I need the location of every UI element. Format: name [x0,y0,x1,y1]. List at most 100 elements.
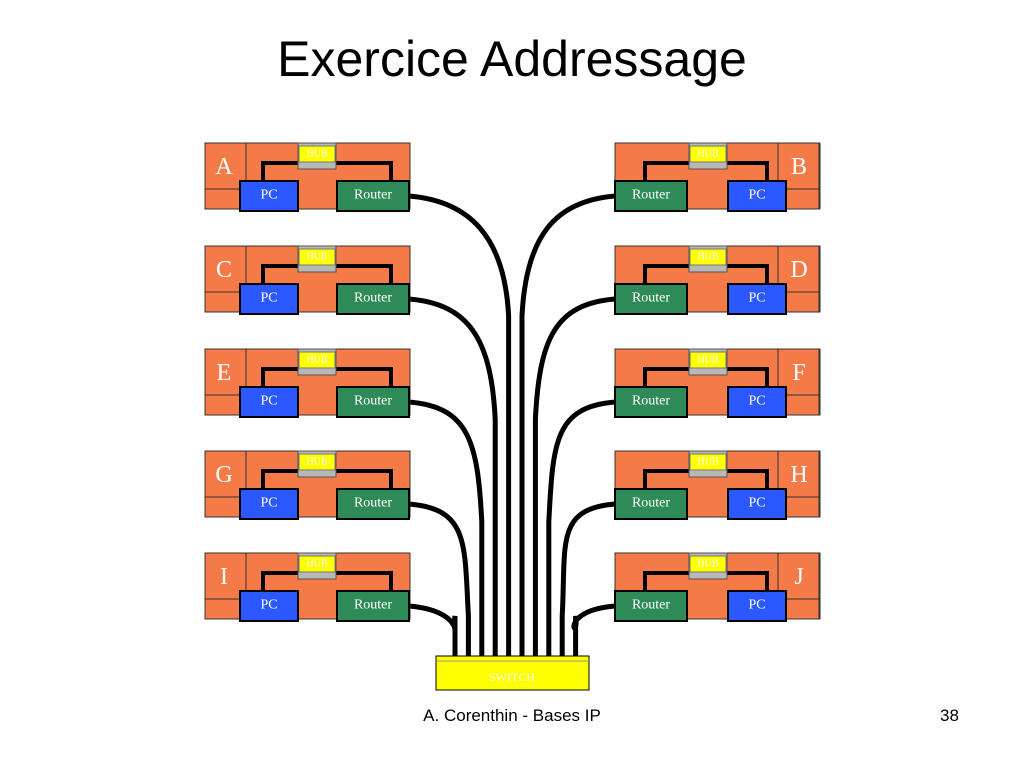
hub-box[interactable] [689,248,727,266]
pc-label: PC [260,291,277,306]
switch-cable [519,193,618,659]
hub-box[interactable] [298,248,336,266]
hub-cable [643,264,689,284]
hub-cable [261,469,298,489]
router-label: Router [632,291,670,306]
hub-cable [261,161,298,181]
router-box[interactable] [336,590,410,622]
pc-box[interactable] [239,386,299,418]
hub-cable [643,571,689,591]
router-box[interactable] [614,283,688,315]
network-b: B HUB PC Router [614,142,821,212]
hub-label: HUB [306,149,327,160]
hub-box[interactable] [689,145,727,163]
hub-box[interactable] [298,145,336,163]
hub-box[interactable] [689,351,727,369]
router-label: Router [354,598,392,613]
switch-cable [406,501,471,659]
hub-label: HUB [697,149,718,160]
hub-cable [727,469,769,489]
pc-box[interactable] [239,180,299,212]
hub-cable [261,264,298,284]
router-box[interactable] [614,590,688,622]
router-box[interactable] [336,386,410,418]
network-letter: J [794,564,803,590]
hub-cable [727,571,769,591]
cables [406,193,618,659]
hub-label: HUB [306,252,327,263]
network-letter: A [215,154,233,180]
footer-author: A. Corenthin - Bases IP [423,706,601,725]
hub-cable [643,161,689,181]
hub-label: HUB [697,457,718,468]
pc-box[interactable] [239,590,299,622]
hub-cable [727,161,769,181]
switch-cable [406,399,485,659]
pc-box[interactable] [239,283,299,315]
router-box[interactable] [336,283,410,315]
router-label: Router [632,188,670,203]
pc-box[interactable] [727,488,787,520]
network-letter: B [791,154,807,180]
switch-cable [406,193,512,659]
router-box[interactable] [336,488,410,520]
switch-cable [532,296,618,659]
hub-label: HUB [306,559,327,570]
hub-label: HUB [697,252,718,263]
pc-label: PC [748,188,765,203]
hub-label: HUB [697,355,718,366]
pc-box[interactable] [727,386,787,418]
network-letter: C [216,257,232,283]
page-number: 38 [940,706,959,725]
hub-cable [336,469,393,489]
router-label: Router [632,496,670,511]
switch-cable [559,501,618,659]
router-label: Router [632,598,670,613]
network-letter: F [792,360,805,386]
hub-cable [336,264,393,284]
router-box[interactable] [614,386,688,418]
router-box[interactable] [614,488,688,520]
switch-cable [571,603,618,659]
pc-box[interactable] [727,283,787,315]
router-label: Router [354,188,392,203]
pc-box[interactable] [239,488,299,520]
pc-label: PC [260,188,277,203]
network-a: A HUB PC Router [204,142,411,212]
hub-box[interactable] [689,555,727,573]
switch-label: SWITCH [489,670,535,684]
network-letter: E [217,360,232,386]
switch-box[interactable] [435,655,590,691]
hub-label: HUB [697,559,718,570]
network-letter: I [220,564,228,590]
pc-label: PC [748,496,765,511]
pc-label: PC [748,394,765,409]
pc-label: PC [748,598,765,613]
hub-box[interactable] [689,453,727,471]
switch: SWITCH [435,655,590,691]
hub-box[interactable] [298,453,336,471]
pc-box[interactable] [727,590,787,622]
hub-box[interactable] [298,351,336,369]
router-box[interactable] [614,180,688,212]
network-j: J HUB PC Router [614,552,821,622]
hub-cable [336,367,393,387]
switch-cable [406,603,458,659]
pc-box[interactable] [727,180,787,212]
hub-cable [336,161,393,181]
hub-box[interactable] [298,555,336,573]
hub-cable [261,571,298,591]
network-letter: H [790,462,807,488]
hub-label: HUB [306,457,327,468]
pc-label: PC [260,394,277,409]
router-label: Router [354,496,392,511]
router-box[interactable] [336,180,410,212]
hub-cable [336,571,393,591]
